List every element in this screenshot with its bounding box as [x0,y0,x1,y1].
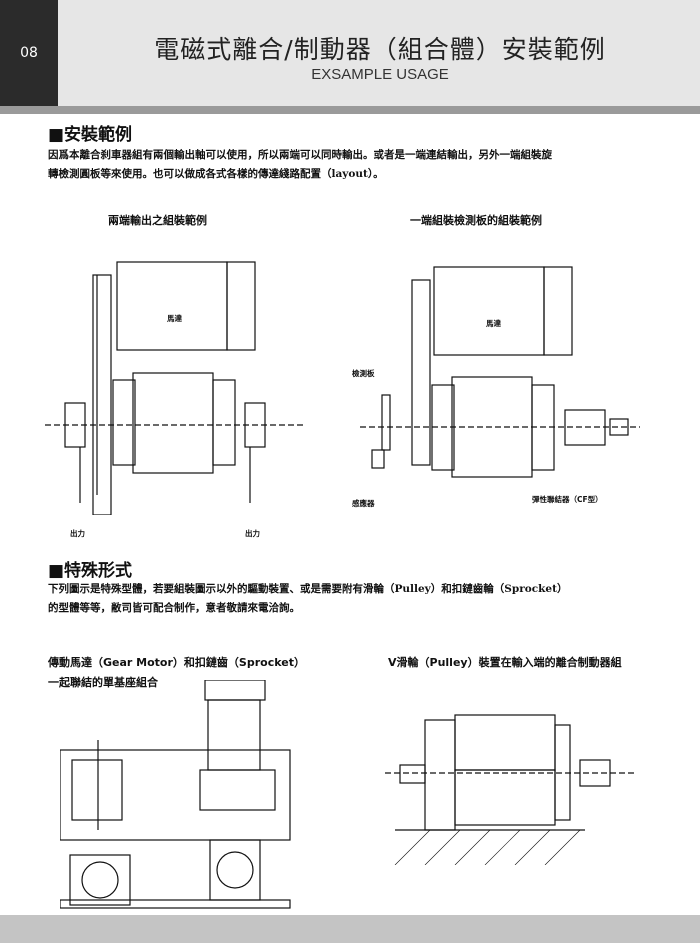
footer-band [0,915,700,943]
paragraph-line: 轉檢測圓板等來使用。也可以做成各式各樣的傳達綫路配置（layout）。 [48,168,384,180]
diagram-caption-left: 兩端輸出之組裝範例 [108,214,207,227]
header-band [0,0,700,106]
sensor-label: 感應器 [352,499,375,508]
detect-plate-label: 檢測板 [352,369,375,378]
page-number: 08 [0,0,58,106]
diagram-caption-right: 一端組裝檢測板的組裝範例 [410,214,542,227]
motor-label: 馬達 [167,314,182,323]
caption-gear-motor-line2: 一起聯結的單基座組合 [48,676,158,689]
output-label-left: 出力 [70,529,85,538]
caption-pulley: V滑輪（Pulley）裝置在輸入端的離合制動器組 [388,656,622,669]
page-title: 電磁式離合/制動器（組合體）安裝範例 [154,35,606,64]
section-heading-special: ■特殊形式 [48,561,133,581]
coupling-label: 彈性聯結器（CF型） [532,495,603,504]
diagram-gear-motor-base [60,680,291,909]
header-divider [0,106,700,114]
paragraph-line: 的型體等等，敝司皆可配合制作，意者敬請來電洽詢。 [48,602,300,614]
output-label-right: 出力 [245,529,260,538]
caption-gear-motor: 傳動馬達（Gear Motor）和扣鏈齒（Sprocket） [48,656,305,669]
section-paragraph: 下列圖示是特殊型體，若要組裝圖示以外的驅動裝置、或是需要附有滑輪（Pulley）… [48,580,668,618]
page-subtitle: EXSAMPLE USAGE [311,66,449,83]
paragraph-line: 下列圖示是特殊型體，若要組裝圖示以外的驅動裝置、或是需要附有滑輪（Pulley）… [48,583,568,595]
diagram-vpulley-clutch [385,714,635,865]
motor-label: 馬達 [486,319,501,328]
section-heading-installation: ■安裝範例 [48,125,133,145]
diagram-dual-output [45,261,305,515]
paragraph-line: 因爲本離合刹車器組有兩個輸出軸可以使用，所以兩端可以同時輸出。或者是一端連結輸出… [48,149,552,161]
section-paragraph: 因爲本離合刹車器組有兩個輸出軸可以使用，所以兩端可以同時輸出。或者是一端連結輸出… [48,146,668,184]
diagram-detect-plate [360,266,640,478]
